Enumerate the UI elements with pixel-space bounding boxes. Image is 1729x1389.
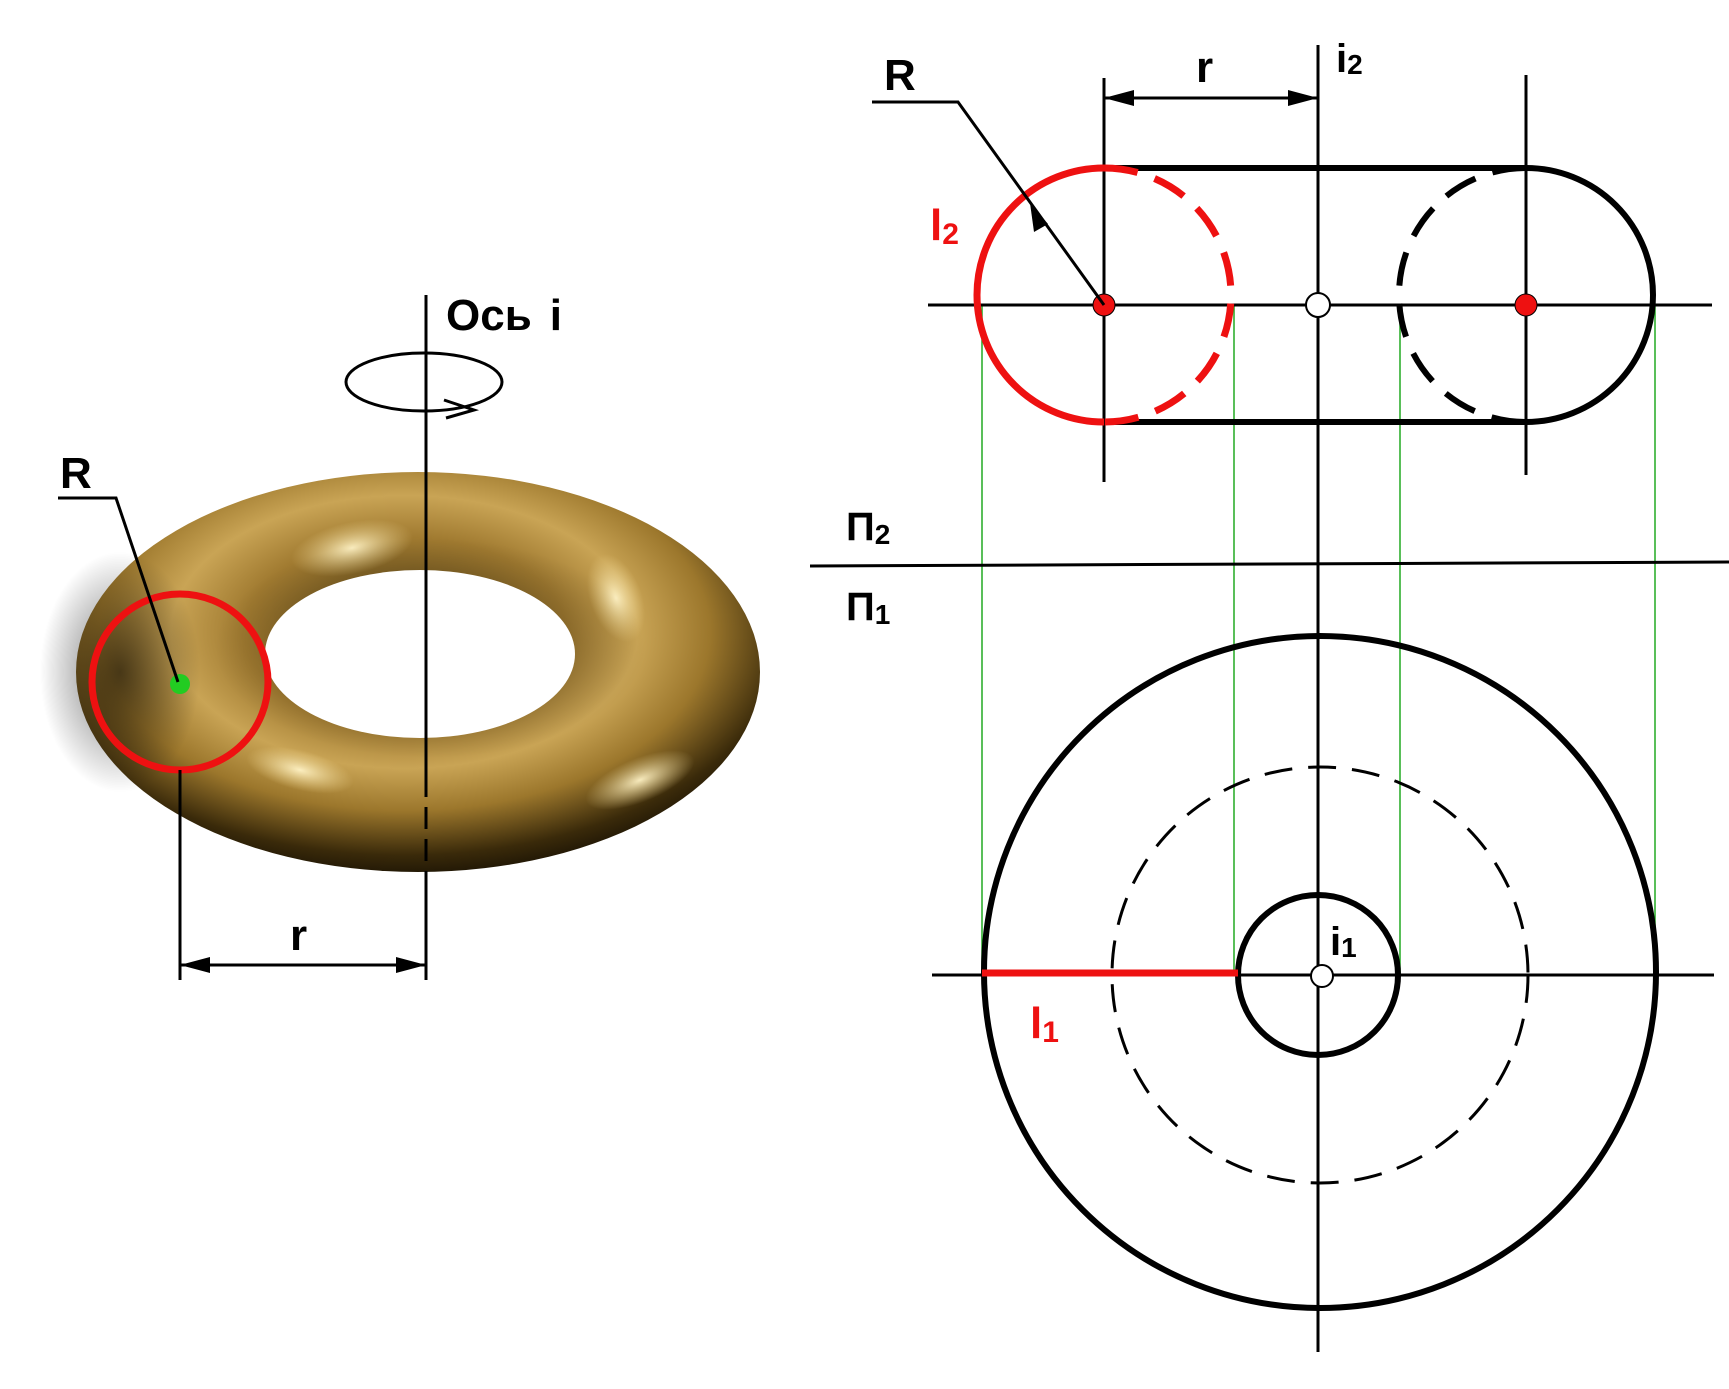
radius-label-3d: R [60,449,92,498]
torus-highlight-front [246,746,354,794]
radius-leader-front [872,100,1106,306]
circle-center-point [170,674,190,694]
top-view: l1 i1 [932,633,1714,1311]
plane-p1-label: П1 [846,585,890,630]
dim-arrow-front-left [1104,90,1134,106]
top-middle-circle-hidden [1110,765,1530,1185]
projection-lines [981,305,1656,975]
rotation-arrow-head [443,398,480,420]
orthographic-views: R r i2 l2 П2 П1 l1 i1 [809,37,1729,1352]
plane-p2-label: П2 [846,505,890,550]
rotation-arrow-ellipse [344,351,504,413]
right-circle-hidden [1396,165,1527,425]
front-right-arc [1525,165,1656,425]
radius-label-front: R [884,51,916,100]
radius-arrow-front [1030,203,1048,232]
generatrix-l2-dashed [1103,164,1235,426]
i2-label: i2 [1336,37,1363,81]
axis-point-i1 [1310,964,1334,988]
l1-label: l1 [1030,999,1059,1049]
l2-label: l2 [930,201,959,251]
i1-label: i1 [1330,920,1357,964]
dim-arrow-right [396,957,426,973]
r-label-3d: r [290,911,307,960]
dim-arrow-left [180,957,210,973]
projection-axis-line [809,560,1729,568]
dim-arrow-front-right [1288,90,1318,106]
axis-point-i2 [1305,292,1331,318]
front-view: R r i2 l2 [872,37,1712,1352]
radius-leader-3d [58,496,180,683]
torus-inner-shadow [215,538,645,758]
r-label-front: r [1196,43,1213,92]
generatrix-l2-solid [973,164,1105,426]
torus-left-shadow [40,552,200,792]
torus-highlight-bottom [585,750,695,810]
right-circle-center [1514,293,1538,317]
